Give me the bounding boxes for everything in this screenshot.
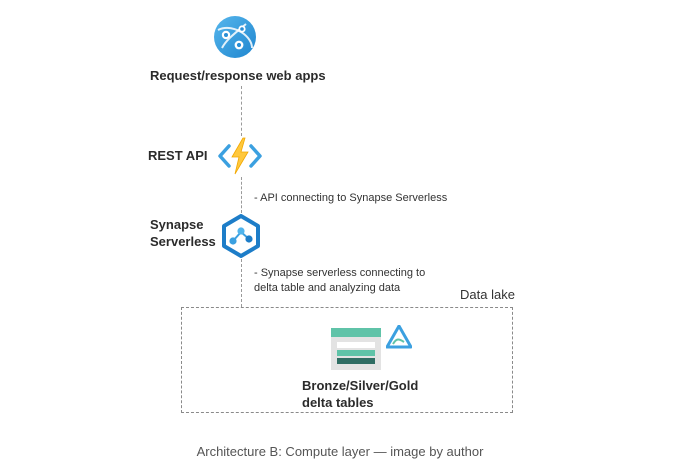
connector-webapps-api bbox=[241, 86, 242, 136]
table-icon bbox=[331, 328, 381, 370]
data-lake-label: Data lake bbox=[460, 287, 515, 302]
note-synapse-delta-line1: - Synapse serverless connecting to bbox=[254, 267, 426, 279]
synapse-label-line2: Serverless bbox=[150, 234, 216, 249]
connector-api-synapse bbox=[241, 177, 242, 213]
azure-function-icon bbox=[218, 136, 262, 176]
data-lake-group bbox=[181, 307, 513, 413]
globe-network-icon bbox=[212, 14, 258, 60]
note-api-synapse: - API connecting to Synapse Serverless bbox=[254, 192, 448, 204]
rest-api-label: REST API bbox=[148, 148, 208, 163]
web-apps-label: Request/response web apps bbox=[150, 68, 326, 83]
delta-tables-label-line1: Bronze/Silver/Gold bbox=[302, 378, 419, 393]
connector-synapse-lake bbox=[241, 259, 242, 307]
data-lake-icon bbox=[386, 325, 412, 349]
delta-tables-label-line2: delta tables bbox=[302, 395, 374, 410]
figure-caption: Architecture B: Compute layer — image by… bbox=[196, 444, 484, 459]
synapse-icon bbox=[221, 214, 261, 258]
synapse-label-line1: Synapse bbox=[150, 217, 204, 232]
note-synapse-delta-line2: delta table and analyzing data bbox=[254, 282, 401, 294]
